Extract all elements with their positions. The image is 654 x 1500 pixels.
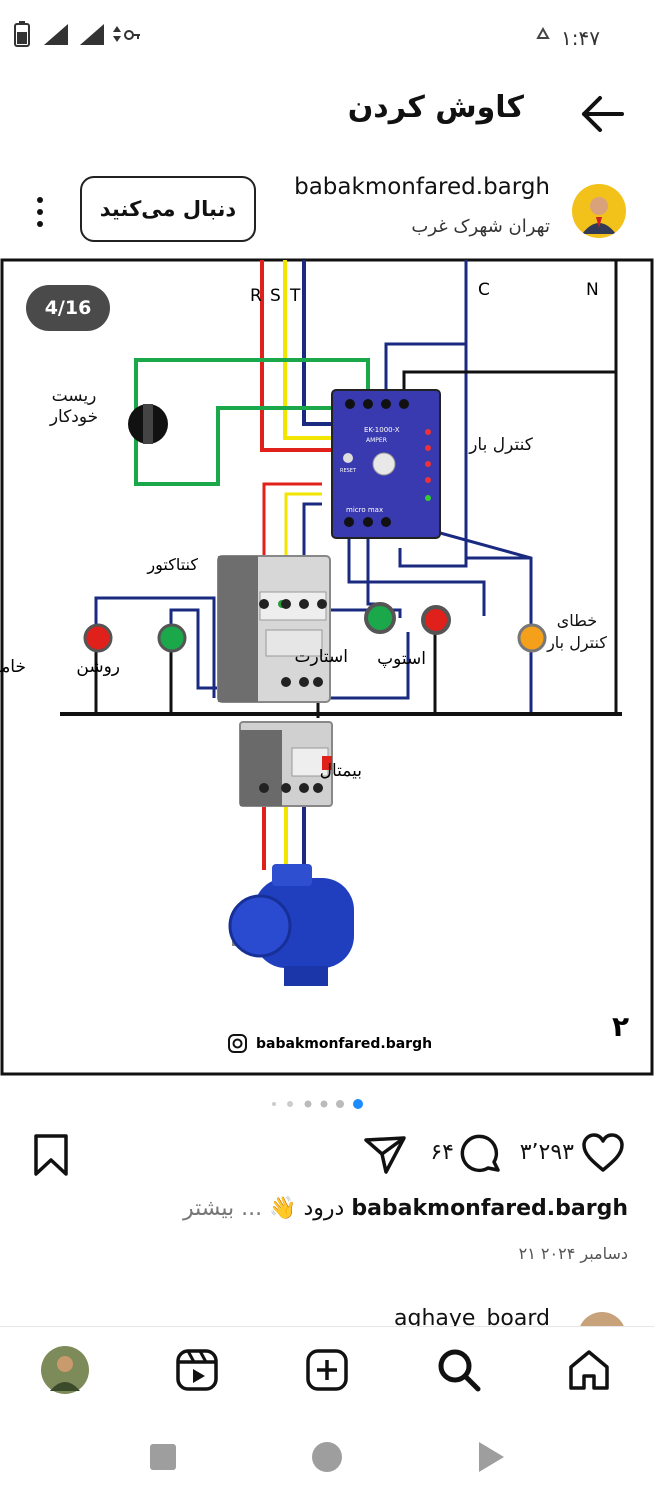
wire-s (283, 260, 334, 440)
bottom-navigation (0, 1326, 654, 1417)
like-heart-icon[interactable] (580, 1130, 626, 1176)
watermark-text: babakmonfared.bargh (256, 1036, 432, 1052)
label-bimetal: بیمتال (320, 761, 362, 781)
slide-counter: 4/16 (26, 285, 110, 331)
bimetal-overload-relay (239, 721, 333, 807)
label-on: روشن (76, 657, 120, 677)
load-control-relay: EK-1000-X AMPER RESET micro max (331, 389, 441, 539)
wire-r (260, 260, 334, 452)
lamp-off-red (83, 623, 113, 653)
home-icon[interactable] (566, 1347, 612, 1393)
contactor (217, 555, 331, 703)
status-bar: ۱:۴۷ (0, 0, 654, 70)
lamp-fault-orange (517, 623, 547, 653)
page-title: کاوش کردن (347, 90, 524, 125)
signal-icon (44, 24, 104, 45)
relay-reset: RESET (340, 468, 357, 474)
start-button-green (364, 602, 396, 634)
notification-icon (536, 26, 550, 39)
share-send-icon[interactable] (362, 1132, 408, 1178)
motor (228, 864, 354, 986)
status-time: ۱:۴۷ (561, 26, 600, 50)
post-date: ۲۱ دسامبر ۲۰۲۴ (518, 1244, 628, 1263)
label-load-control-fault: خطای کنترل بار (547, 611, 607, 652)
comment-count[interactable]: ۶۴ (430, 1140, 454, 1165)
post-image[interactable]: R S T C N ریست خودکار EK-1000-X AMPER RE… (0, 258, 654, 1078)
create-post-icon[interactable] (304, 1347, 350, 1393)
like-count[interactable]: ۳٬۲۹۳ (519, 1140, 574, 1165)
caption-more-link[interactable]: ... بیشتر (182, 1196, 263, 1221)
vpn-key-icon (124, 30, 140, 40)
recent-apps-icon[interactable] (148, 1442, 178, 1472)
label-load-control: کنترل بار (469, 435, 533, 455)
profile-avatar-icon[interactable] (40, 1345, 90, 1395)
author-username[interactable]: babakmonfared.bargh (294, 174, 550, 200)
active-dot (353, 1099, 363, 1109)
wire-t (302, 260, 334, 426)
home-circle-icon[interactable] (310, 1440, 344, 1474)
search-icon[interactable] (436, 1347, 482, 1393)
label-r: R (250, 286, 262, 306)
back-arrow-icon[interactable] (574, 86, 630, 142)
reels-icon[interactable] (174, 1347, 220, 1393)
lamp-on-green (157, 623, 187, 653)
wire-c-down (398, 344, 468, 568)
watermark: babakmonfared.bargh (228, 1034, 432, 1053)
wire-green-reset (134, 358, 370, 486)
relay-model: EK-1000-X (364, 426, 400, 434)
author-avatar[interactable] (572, 184, 626, 238)
stop-button-red (421, 605, 451, 635)
caption-text: درود 👋 (269, 1196, 345, 1221)
label-t: T (289, 286, 301, 306)
post-caption[interactable]: babakmonfared.bargh درود 👋 ... بیشتر (183, 1196, 628, 1221)
reset-selector-switch (128, 404, 168, 444)
label-contactor: کنتاکتور (146, 555, 198, 575)
next-post-username[interactable]: aghaye_board (394, 1306, 550, 1326)
battery-icon (14, 21, 30, 47)
following-button[interactable]: دنبال می‌کنید (80, 176, 256, 242)
label-start: استارت (295, 647, 349, 667)
wiring-diagram: R S T C N ریست خودکار EK-1000-X AMPER RE… (0, 258, 654, 1076)
system-navigation (0, 1420, 654, 1500)
page-number: ۲ (612, 1010, 629, 1043)
wire-c (384, 260, 468, 390)
label-c: C (478, 280, 490, 300)
relay-amper: AMPER (366, 437, 387, 444)
more-options-icon[interactable] (26, 194, 54, 230)
back-triangle-icon[interactable] (476, 1440, 506, 1474)
label-auto-reset: ریست خودکار (49, 386, 99, 427)
caption-username[interactable]: babakmonfared.bargh (351, 1196, 628, 1221)
save-bookmark-icon[interactable] (28, 1132, 74, 1178)
label-s: S (270, 286, 281, 306)
post-location[interactable]: تهران شهرک غرب (411, 216, 550, 237)
wire-n-relay (402, 370, 616, 390)
label-off: خاموش (0, 657, 26, 677)
label-n: N (586, 280, 599, 300)
relay-brand: micro max (346, 506, 383, 514)
label-stop: استوپ (377, 649, 426, 669)
status-icons (14, 21, 140, 47)
comment-icon[interactable] (458, 1132, 504, 1178)
carousel-dots (272, 1099, 363, 1109)
data-arrows-icon (113, 26, 121, 42)
